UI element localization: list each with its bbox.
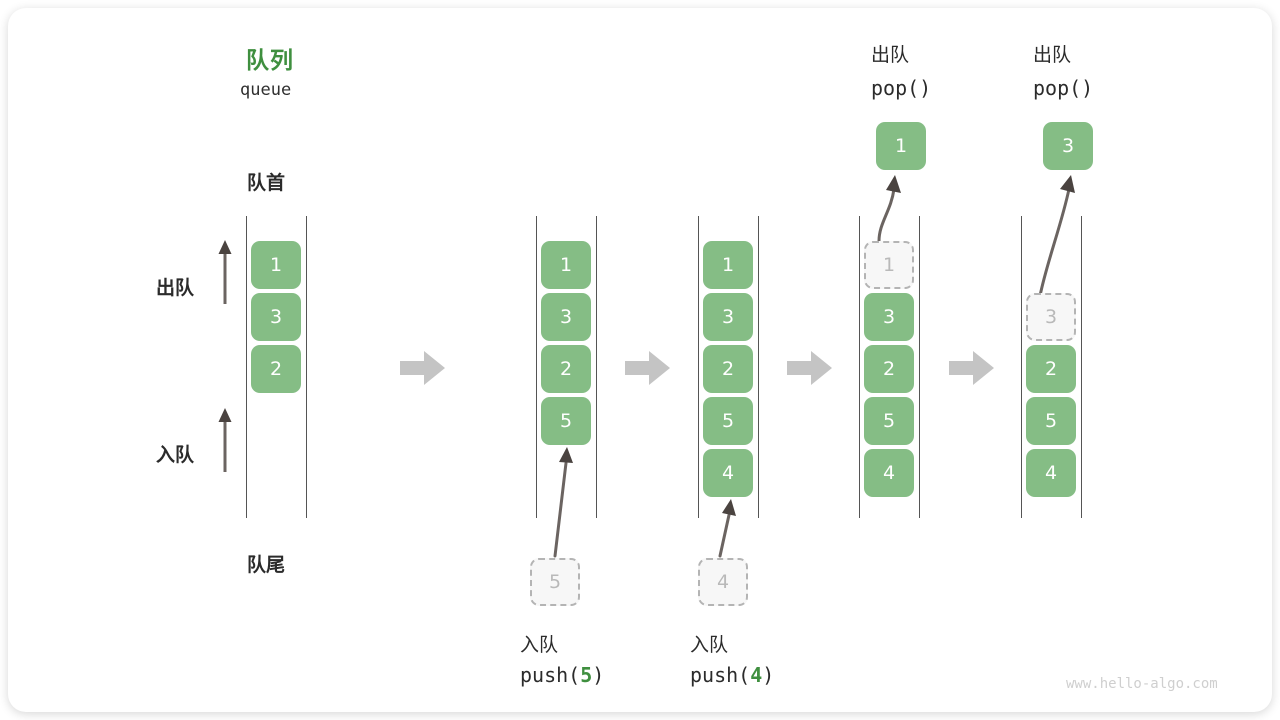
queue-cell: 3 [541,293,591,341]
enqueue-side-label: 入队 [156,444,195,466]
pop1-label-cn: 出队 [871,44,910,66]
transition-arrow-icon [625,351,670,385]
queue-cell: 1 [541,241,591,289]
queue-stack-initial: 1 3 2 [251,241,301,393]
pop-arrow-icon-3 [1038,175,1075,298]
pop-arrow-icon-1 [877,175,901,243]
queue-stack-push5: 1 3 2 5 [541,241,591,445]
push5-caption-cn: 入队 [520,634,559,656]
pop-output-chip-3: 3 [1043,122,1093,170]
queue-cell: 1 [251,241,301,289]
dequeue-up-arrow-icon [218,240,232,304]
diagram-title-en: queue [240,80,292,100]
queue-cell: 4 [864,449,914,497]
rail-left-step-initial [246,216,247,518]
queue-cell: 3 [703,293,753,341]
rail-right-step-push4 [758,216,759,518]
push4-code-post: ) [762,663,775,687]
rail-right-step-push5 [596,216,597,518]
queue-cell-removed: 1 [864,241,914,289]
queue-cell: 2 [703,345,753,393]
dequeue-side-label: 出队 [156,277,195,299]
push-arrow-icon-4 [718,499,736,558]
rail-left-step-push4 [698,216,699,518]
push5-code-arg: 5 [580,663,593,687]
queue-cell-new: 5 [541,397,591,445]
diagram-canvas: 队列 queue 队首 队尾 出队 入队 1 3 2 1 3 2 5 5 入队 … [8,8,1272,712]
queue-cell: 4 [1026,449,1076,497]
push4-caption-code: push(4) [690,663,774,687]
rail-left-step-pop1 [859,216,860,518]
queue-cell: 5 [703,397,753,445]
transition-arrow-icon [400,351,445,385]
queue-cell-new: 4 [703,449,753,497]
pop3-label-cn: 出队 [1033,44,1072,66]
push5-code-post: ) [592,663,605,687]
queue-stack-push4: 1 3 2 5 4 [703,241,753,497]
push5-code-pre: push( [520,663,581,687]
queue-cell-removed: 3 [1026,293,1076,341]
queue-cell: 5 [864,397,914,445]
queue-cell: 3 [251,293,301,341]
pop1-label-code: pop() [871,76,932,100]
enqueue-up-arrow-icon [218,408,232,472]
push4-code-pre: push( [690,663,751,687]
transition-arrow-icon [787,351,832,385]
transition-arrow-icon [949,351,994,385]
queue-cell: 1 [703,241,753,289]
rail-right-step-initial [306,216,307,518]
push-input-chip-5: 5 [530,558,580,606]
queue-cell: 3 [864,293,914,341]
queue-stack-pop1: 1 3 2 5 4 [864,241,914,497]
diagram-title-cn: 队列 [246,48,294,74]
queue-cell: 2 [541,345,591,393]
queue-cell: 2 [251,345,301,393]
push5-caption-code: push(5) [520,663,604,687]
front-label: 队首 [247,172,286,194]
pop-output-chip-1: 1 [876,122,926,170]
rail-left-step-push5 [536,216,537,518]
rail-right-step-pop1 [919,216,920,518]
rail-right-step-pop3 [1081,216,1082,518]
queue-stack-pop3: 3 2 5 4 [1026,293,1076,497]
push-arrow-icon-5 [553,447,573,558]
queue-cell: 2 [864,345,914,393]
queue-cell: 5 [1026,397,1076,445]
pop3-label-code: pop() [1033,76,1094,100]
rear-label: 队尾 [247,554,286,576]
push4-caption-cn: 入队 [690,634,729,656]
push4-code-arg: 4 [750,663,763,687]
rail-left-step-pop3 [1021,216,1022,518]
watermark: www.hello-algo.com [1066,676,1218,692]
push-input-chip-4: 4 [698,558,748,606]
queue-cell: 2 [1026,345,1076,393]
